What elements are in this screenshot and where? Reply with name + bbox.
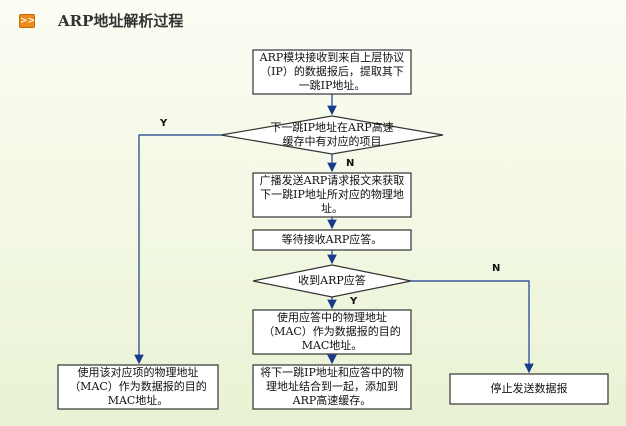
step-use-cache-text: 使用该对应项的物理地址（MAC）作为数据报的目的MAC地址。 [69,366,207,407]
step-store-text: 将下一跳IP地址和应答中的物理地址结合到一起，添加到ARP高速缓存。 [260,366,404,407]
diamond-cache [220,115,444,155]
arrow-reply-no [411,280,534,374]
step-wait-text: 等待接收ARP应答。 [281,233,383,246]
box-stop [449,373,609,405]
label-reply-no: N [492,263,501,274]
step-stop-text: 停止发送数据报 [490,382,568,395]
arrow-cache-yes [134,134,221,365]
decision-reply-text: 收到ARP应答 [298,274,366,287]
label-cache-no: N [346,158,355,169]
box-store [252,364,412,410]
label-reply-yes: Y [350,296,358,307]
step-use-reply-text: 使用应答中的物理地址（MAC）作为数据报的目的MAC地址。 [263,311,401,352]
page-title: ARP地址解析过程 [58,12,184,30]
step-broadcast-text: 广播发送ARP请求报文来获取下一跳IP地址所对应的物理地址。 [259,174,405,215]
step-receive-text: ARP模块接收到来自上层协议（IP）的数据报后，提取其下一跳IP地址。 [259,51,405,92]
label-cache-yes: Y [160,118,168,129]
box-receive [252,49,412,95]
header-arrow-icon: >> [19,14,36,28]
decision-cache-text: 下一跳IP地址在ARP高速缓存中有对应的项目 [270,121,394,148]
box-use-cache [57,364,219,410]
box-broadcast [252,172,412,218]
